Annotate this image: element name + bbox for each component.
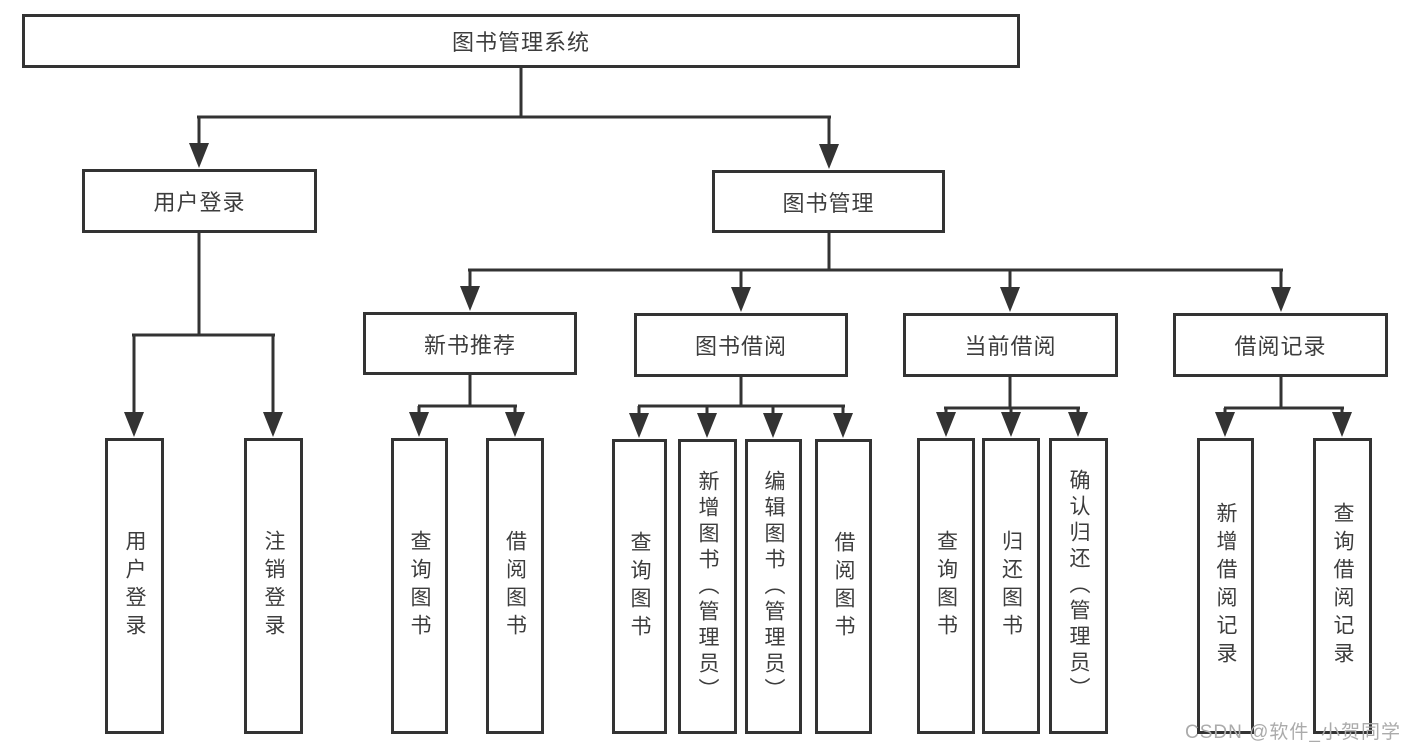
node-borrowing-records-label: 借阅记录 [1234, 334, 1327, 359]
leaf-query-books-current-label: 查询图书 [934, 530, 958, 642]
leaf-logout-label: 注销登录 [262, 530, 285, 642]
leaf-query-borrow-record: 查询借阅记录 [1313, 438, 1372, 734]
leaf-borrow-books-recommend: 借阅图书 [486, 438, 544, 734]
leaf-query-books-recommend-label: 查询图书 [408, 530, 431, 642]
node-book-management-label: 图书管理 [782, 190, 875, 216]
leaf-borrow-books: 借阅图书 [815, 439, 872, 734]
leaf-return-books: 归还图书 [982, 438, 1040, 734]
node-new-book-recommendation: 新书推荐 [363, 312, 577, 375]
leaf-confirm-return-admin: 确认归还（管理员） [1049, 438, 1108, 734]
leaf-confirm-return-admin-label: 确认归还（管理员） [1067, 469, 1090, 703]
node-book-borrowing: 图书借阅 [634, 313, 848, 377]
node-book-management: 图书管理 [712, 170, 945, 233]
leaf-query-books-current: 查询图书 [917, 438, 975, 734]
node-current-borrowing: 当前借阅 [903, 313, 1118, 377]
leaf-borrow-books-recommend-label: 借阅图书 [503, 530, 527, 642]
leaf-add-borrow-record: 新增借阅记录 [1197, 438, 1254, 734]
leaf-return-books-label: 归还图书 [999, 530, 1023, 642]
node-library-management-system: 图书管理系统 [22, 14, 1020, 68]
leaf-edit-books-admin-label: 编辑图书（管理员） [762, 469, 785, 704]
leaf-borrow-books-label: 借阅图书 [832, 530, 855, 643]
node-borrowing-records: 借阅记录 [1173, 313, 1388, 377]
csdn-watermark: CSDN @软件_小贺同学 [1185, 722, 1401, 743]
leaf-user-login: 用户登录 [105, 438, 164, 734]
leaf-user-login-label: 用户登录 [123, 530, 146, 642]
leaf-edit-books-admin: 编辑图书（管理员） [745, 439, 802, 734]
leaf-logout: 注销登录 [244, 438, 303, 734]
leaf-query-books-recommend: 查询图书 [391, 438, 448, 734]
node-user-login: 用户登录 [82, 169, 317, 233]
node-library-management-system-label: 图书管理系统 [451, 30, 590, 55]
node-current-borrowing-label: 当前借阅 [964, 334, 1057, 359]
leaf-query-books-borrowing: 查询图书 [612, 439, 667, 734]
leaf-query-borrow-record-label: 查询借阅记录 [1331, 502, 1354, 670]
leaf-query-books-borrowing-label: 查询图书 [628, 530, 651, 643]
leaf-add-books-admin: 新增图书（管理员） [678, 439, 737, 734]
leaf-add-borrow-record-label: 新增借阅记录 [1214, 502, 1237, 670]
node-user-login-label: 用户登录 [153, 190, 246, 215]
node-book-borrowing-label: 图书借阅 [694, 334, 787, 359]
leaf-add-books-admin-label: 新增图书（管理员） [696, 469, 719, 704]
node-new-book-recommendation-label: 新书推荐 [423, 332, 516, 358]
